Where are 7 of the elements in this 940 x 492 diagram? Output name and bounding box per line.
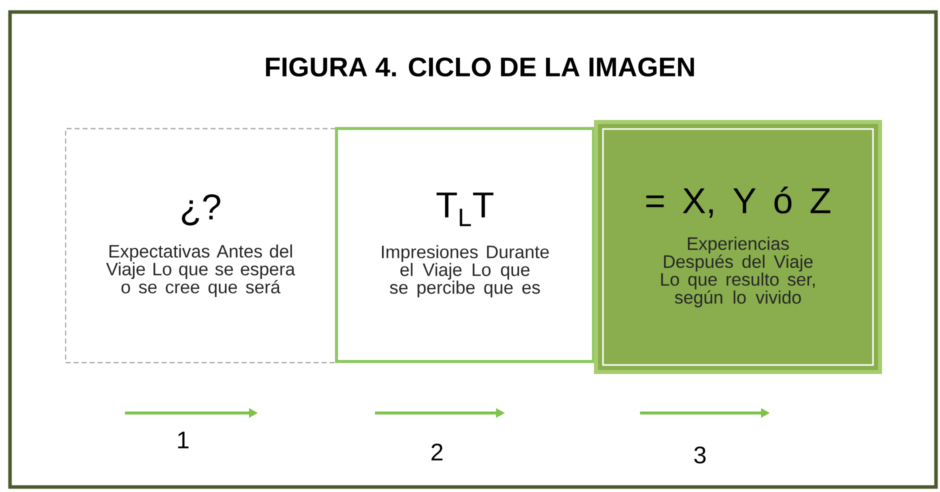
- filled-box: = X, Y ó Z Experiencias Después del Viaje Lo que resulto ser, según lo vivido: [594, 120, 882, 374]
- step-number: 2: [432, 444, 442, 460]
- outlined-box: T$_{L}$T Impresiones Durante el Viaje Lo que se percibe que es: [335, 127, 595, 363]
- dashed-box: ¿? Expectativas Antes del Viaje Lo que se espera o se cree que será: [65, 128, 336, 364]
- step-number: 1: [178, 432, 188, 448]
- title: FIGURA 4. CICLO DE LA IMAGEN: [266, 57, 694, 77]
- step-number: 3: [694, 446, 706, 464]
